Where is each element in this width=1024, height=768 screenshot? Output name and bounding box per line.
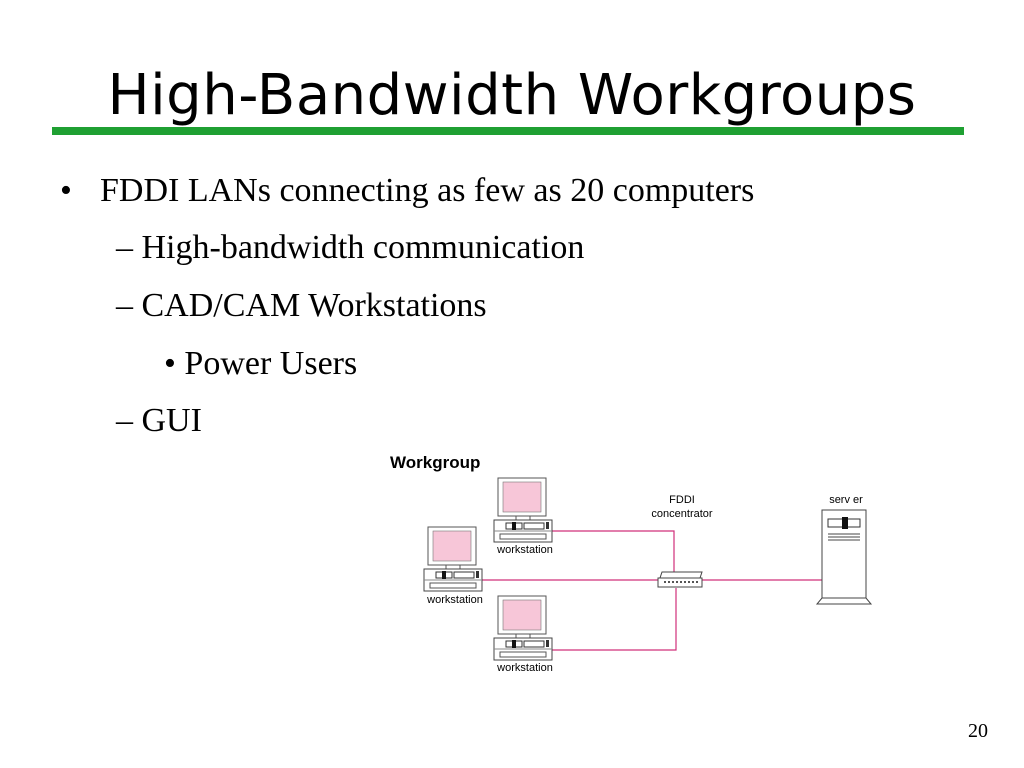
title-underline xyxy=(52,127,964,135)
network-links xyxy=(482,530,822,651)
link-top-workstation xyxy=(552,530,675,572)
workstation-top: workstation xyxy=(493,477,553,556)
bullet-fddi-lans: FDDI LANs connecting as few as 20 comput… xyxy=(100,172,755,209)
sub-bullet-cad-cam: – CAD/CAM Workstations xyxy=(116,287,487,324)
fddi-concentrator: FDDI concentrator xyxy=(651,494,713,588)
sub-bullet-high-bandwidth: – High-bandwidth communication xyxy=(116,229,585,266)
concentrator-label-line1: FDDI xyxy=(669,494,695,506)
concentrator-label-line2: concentrator xyxy=(651,508,712,520)
sub-bullet-gui: – GUI xyxy=(116,402,202,439)
server-label: serv er xyxy=(829,494,863,506)
page-number: 20 xyxy=(968,720,988,742)
bullet-marker: • xyxy=(60,172,72,209)
link-bottom-workstation xyxy=(552,588,677,651)
diagram-title: Workgroup xyxy=(390,453,480,472)
workstation-bottom-label: workstation xyxy=(496,662,553,674)
workstation-top-label: workstation xyxy=(496,544,553,556)
sub-sub-bullet-power-users: • Power Users xyxy=(164,345,358,382)
slide-title: High-Bandwidth Workgroups xyxy=(107,63,917,128)
server: serv er xyxy=(815,494,873,605)
workstation-bottom: workstation xyxy=(493,595,553,674)
workstation-left-label: workstation xyxy=(426,594,483,606)
workstation-left: workstation xyxy=(423,526,483,606)
